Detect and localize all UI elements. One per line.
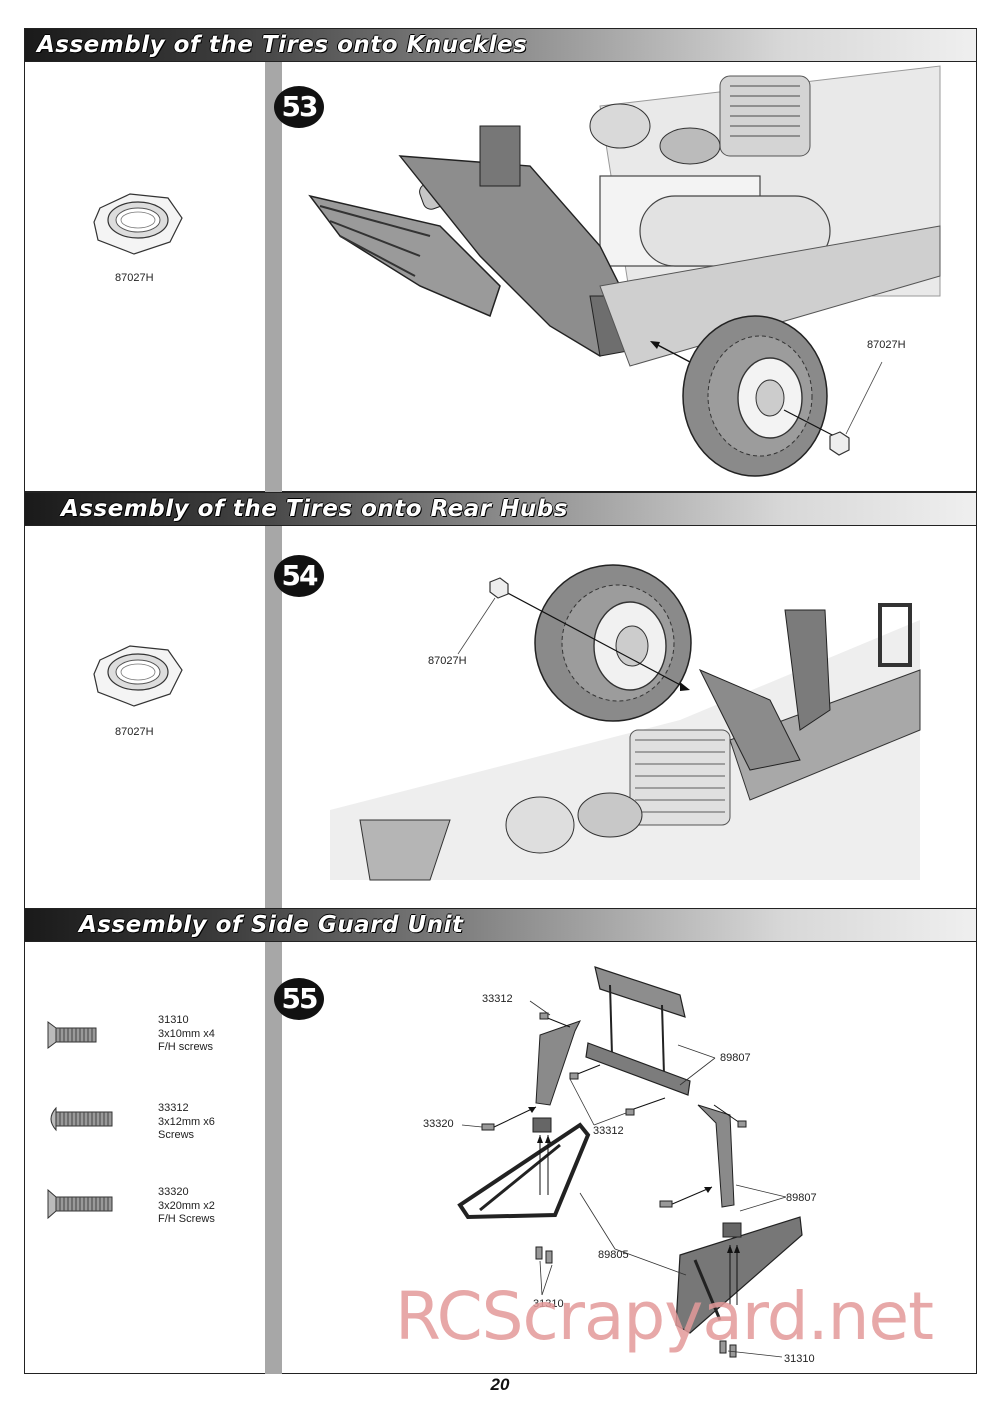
part-code: 31310 [158, 1014, 189, 1026]
part-33312-info: 33312 3x12mm x6 Screws [158, 1102, 215, 1143]
step-54-badge: 54 [274, 555, 324, 597]
section-3-divider [265, 942, 282, 1374]
page-number: 20 [490, 1375, 510, 1394]
section-1-header: Assembly of the Tires onto Knuckles [24, 28, 977, 62]
callout-label: 31310 [533, 1298, 564, 1310]
part-desc: Screws [158, 1129, 195, 1141]
section-3-title: Assembly of Side Guard Unit [79, 912, 464, 938]
front-chassis-illustration [308, 65, 941, 477]
part-desc: F/H Screws [158, 1213, 215, 1225]
callout-label: 33320 [423, 1118, 454, 1130]
part-code-label: 87027H [115, 726, 154, 738]
callout-label: 89807 [786, 1192, 817, 1204]
step-53-badge: 53 [274, 86, 324, 128]
section-2-header: Assembly of the Tires onto Rear Hubs [24, 492, 977, 526]
rear-chassis-illustration [330, 564, 921, 881]
section-1-divider [265, 62, 282, 492]
step-55-badge: 55 [274, 978, 324, 1020]
part-size: 3x10mm x4 [158, 1027, 215, 1040]
section-2-title: Assembly of the Tires onto Rear Hubs [61, 496, 568, 522]
flat-head-screw-long-icon [47, 1188, 113, 1220]
callout-label: 33312 [593, 1125, 624, 1137]
callout-label: 89807 [720, 1052, 751, 1064]
section-3-header: Assembly of Side Guard Unit [24, 908, 977, 942]
callout-label: 33312 [482, 993, 513, 1005]
callout-label: 89805 [598, 1249, 629, 1261]
part-code: 33312 [158, 1102, 189, 1114]
callout-label: 87027H [867, 339, 906, 351]
locknut-icon [93, 645, 183, 707]
part-33320-info: 33320 3x20mm x2 F/H Screws [158, 1186, 215, 1227]
part-desc: F/H screws [158, 1041, 213, 1053]
locknut-icon [93, 193, 183, 255]
part-code: 33320 [158, 1186, 189, 1198]
part-31310-info: 31310 3x10mm x4 F/H screws [158, 1014, 215, 1055]
side-guard-exploded-diagram [457, 966, 803, 1358]
part-size: 3x20mm x2 [158, 1199, 215, 1212]
section-1-title: Assembly of the Tires onto Knuckles [37, 32, 528, 58]
part-size: 3x12mm x6 [158, 1115, 215, 1128]
button-head-screw-icon [50, 1106, 113, 1132]
flat-head-screw-icon [47, 1021, 97, 1049]
callout-label: 87027H [428, 655, 467, 667]
callout-label: 31310 [784, 1353, 815, 1365]
section-2-divider [265, 526, 282, 910]
watermark: RCScrapyard.net [395, 1278, 934, 1355]
part-code-label: 87027H [115, 272, 154, 284]
